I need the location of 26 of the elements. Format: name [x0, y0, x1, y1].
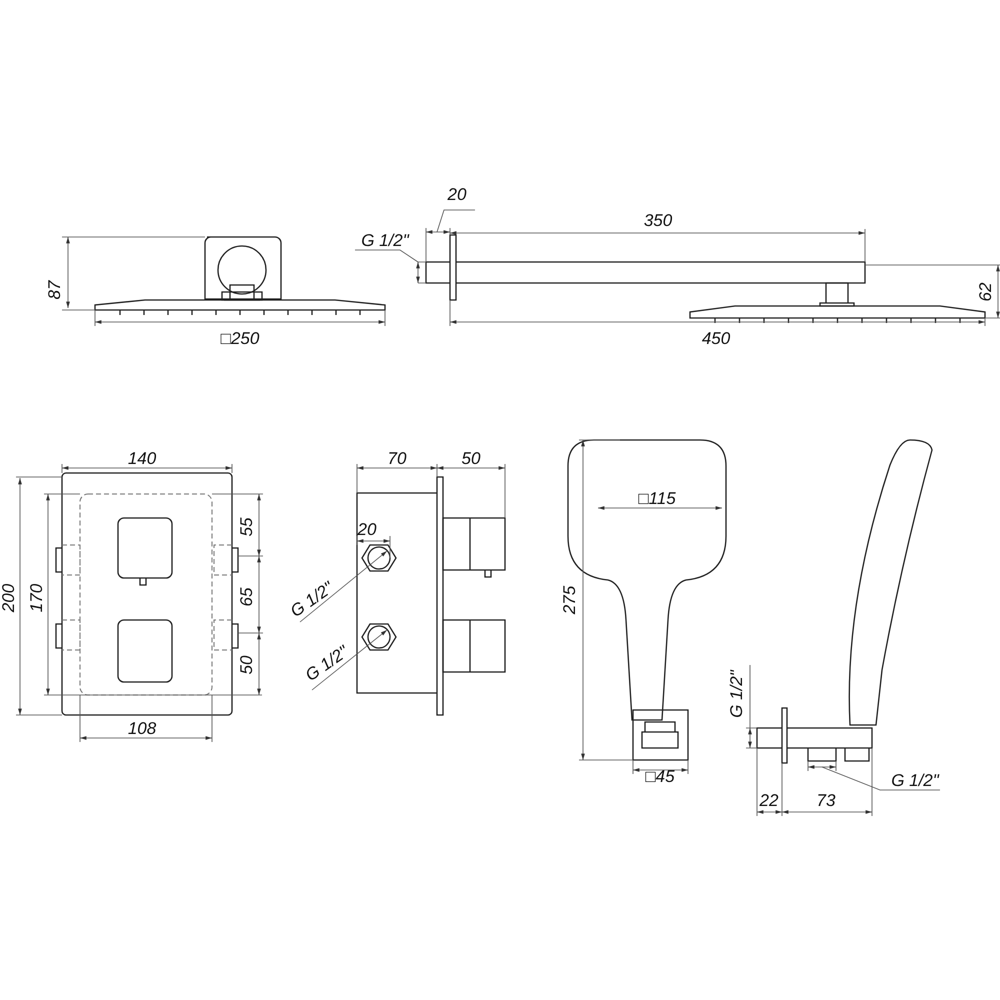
dimension-label: 140 — [128, 449, 156, 468]
dimension-label: G 1/2" — [302, 642, 352, 685]
dimension-label: 170 — [27, 584, 46, 612]
dimension-label: 275 — [560, 586, 579, 614]
dimension-label: 20 — [358, 520, 376, 539]
dimension-label: 70 — [388, 449, 406, 468]
dimension-label: 350 — [644, 211, 672, 230]
dimension-label: 50 — [237, 656, 256, 674]
dimension-label: 200 — [0, 584, 18, 612]
dimension-label: G 1/2" — [891, 771, 939, 790]
dimension-label: 20 — [448, 185, 466, 204]
dimension-label: 50 — [462, 449, 480, 468]
dimension-label: G 1/2" — [727, 670, 746, 718]
dimension-label: □115 — [638, 489, 676, 508]
dimension-label: 22 — [760, 791, 778, 810]
dimension-label: 450 — [702, 329, 730, 348]
dimension-label: 65 — [237, 588, 256, 606]
dimension-label: 73 — [816, 791, 836, 810]
dimension-label: 108 — [128, 719, 156, 738]
dimension-label: □45 — [645, 767, 675, 786]
dimension-label: 55 — [237, 518, 256, 536]
dimension-label: G 1/2" — [361, 231, 409, 250]
dimension-label: 62 — [976, 282, 995, 302]
dimension-label: 87 — [45, 280, 64, 300]
dimension-label: G 1/2" — [286, 578, 337, 621]
dimension-label: □250 — [220, 329, 260, 348]
